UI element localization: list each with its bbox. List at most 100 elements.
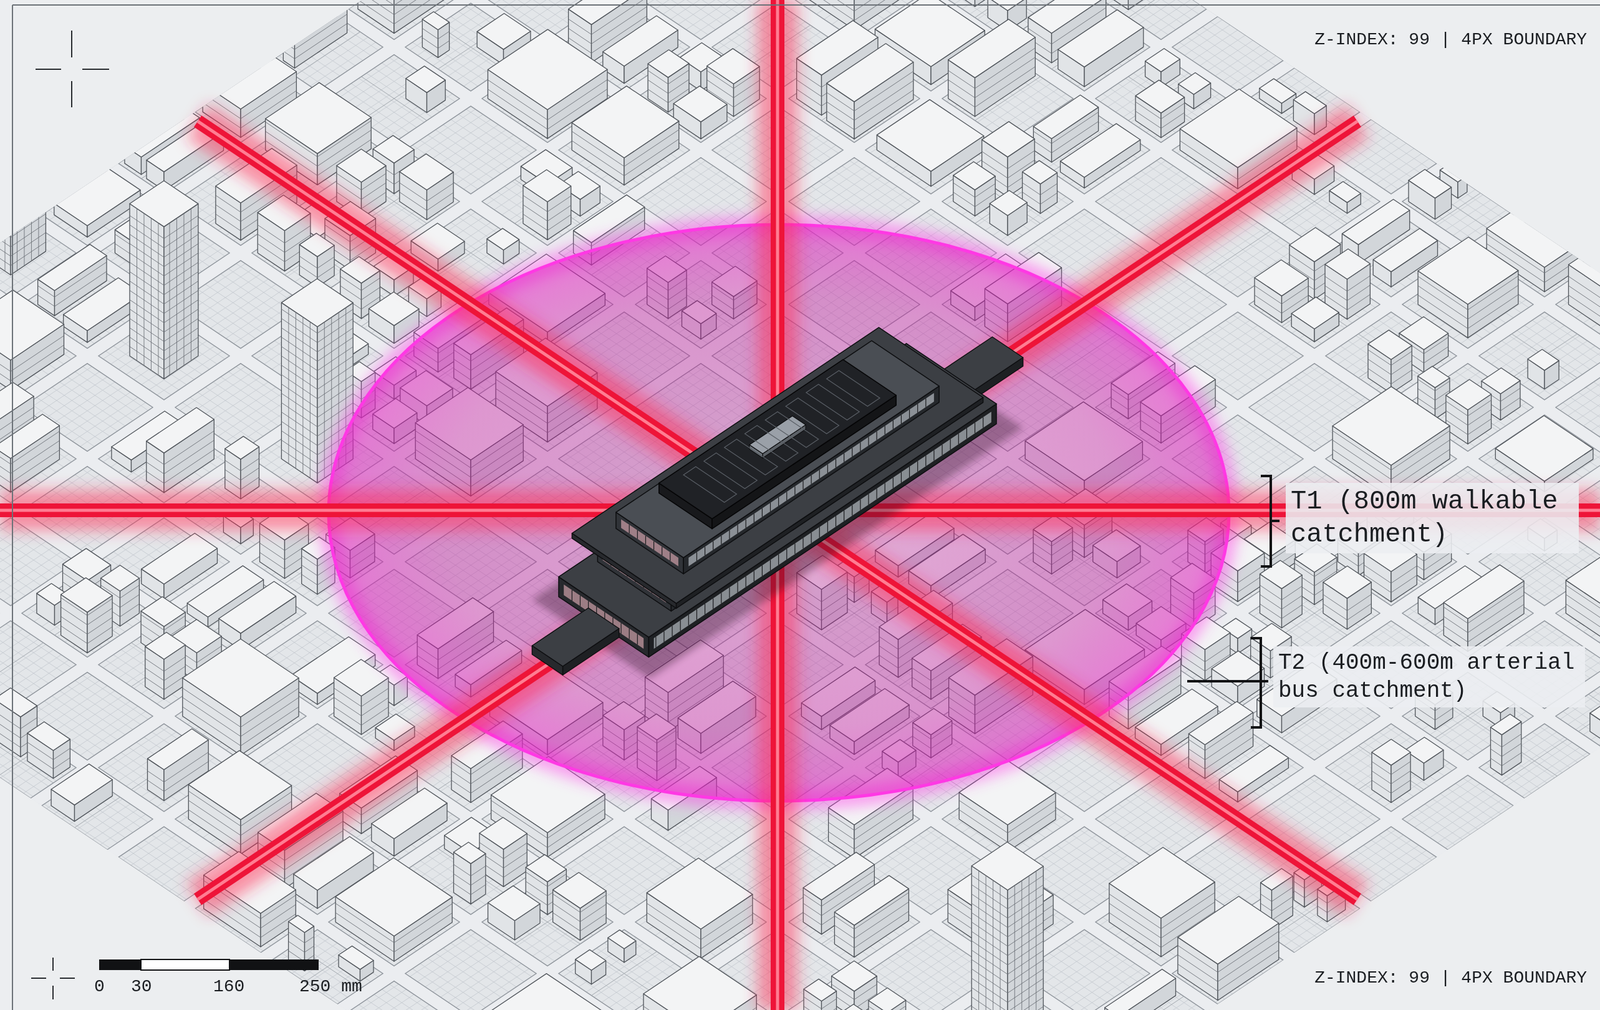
floor-line — [1568, 285, 1600, 322]
floor-line — [281, 402, 318, 428]
building-roof — [0, 289, 65, 360]
building-roof — [486, 228, 520, 251]
building-roof — [1260, 559, 1303, 588]
building-roof — [1417, 236, 1519, 305]
floor-line — [129, 346, 164, 370]
building — [0, 67, 46, 275]
floor-line — [10, 176, 46, 201]
floor-line — [157, 222, 159, 375]
building — [948, 19, 1036, 117]
floor-line — [0, 219, 11, 229]
building-roof — [369, 291, 420, 326]
floor-line — [281, 365, 318, 390]
floor-line — [1565, 584, 1600, 622]
floor-line — [240, 477, 260, 490]
building — [1495, 415, 1594, 492]
building-roof — [1332, 386, 1450, 466]
floor-line — [1346, 294, 1370, 310]
floor-line — [302, 316, 304, 473]
floor-line — [1135, 110, 1162, 128]
floor-line — [129, 290, 164, 314]
floor-line — [1033, 131, 1052, 145]
building-roof — [399, 154, 454, 191]
floor-line — [1467, 594, 1524, 633]
building-side — [283, 23, 295, 68]
floor-line — [281, 318, 318, 343]
floor-line — [1467, 284, 1519, 319]
building — [989, 190, 1027, 236]
floor-line — [317, 256, 335, 269]
floor-line — [38, 81, 39, 256]
floor-line — [31, 86, 32, 261]
floor-line — [422, 28, 438, 40]
floor-line — [0, 256, 11, 266]
floor-line — [361, 697, 390, 716]
floor-line — [136, 208, 138, 361]
building-roof — [948, 19, 1036, 78]
floor-line — [1423, 337, 1448, 354]
building — [1022, 160, 1058, 214]
floor-line — [129, 243, 164, 267]
building-roof — [876, 99, 984, 172]
floor-line — [163, 615, 186, 630]
floor-line — [0, 163, 11, 173]
floor-line — [361, 182, 386, 199]
floor-line — [281, 337, 318, 362]
building-roof — [146, 407, 214, 453]
floor-line — [733, 89, 760, 108]
floor-line — [240, 467, 260, 481]
floor-line — [361, 173, 386, 190]
floor-line — [10, 195, 46, 219]
floor-line — [145, 677, 164, 690]
floor-line — [129, 262, 164, 286]
building — [218, 581, 297, 650]
building-roof — [372, 135, 415, 163]
floor-line — [0, 182, 11, 191]
building-roof — [1568, 245, 1600, 300]
floor-line — [257, 234, 285, 253]
floor-line — [0, 247, 11, 257]
floor-line — [1423, 346, 1448, 363]
floor-line — [87, 626, 113, 644]
floor-line — [294, 23, 348, 59]
floor-line — [317, 337, 353, 362]
building — [1568, 245, 1600, 340]
floor-line — [1391, 574, 1417, 593]
floor-line — [301, 574, 318, 585]
building-roof — [182, 638, 299, 717]
floor-line — [10, 213, 46, 238]
floor-line — [0, 462, 11, 474]
floor-line — [87, 598, 113, 616]
building — [225, 435, 260, 499]
floor-line — [163, 262, 199, 286]
floor-line — [975, 48, 1036, 89]
building — [1590, 698, 1600, 739]
floor-line — [87, 617, 113, 635]
building-roof — [1254, 260, 1309, 297]
building-roof — [0, 414, 60, 459]
floor-line — [1135, 101, 1162, 119]
building — [1368, 329, 1412, 393]
floor-line — [259, 552, 285, 570]
floor-line — [281, 449, 318, 474]
floor-line — [163, 234, 199, 258]
floor-line — [129, 281, 164, 305]
floor-line — [733, 80, 760, 98]
building — [1259, 559, 1302, 628]
building-roof — [265, 82, 372, 154]
floor-line — [733, 71, 760, 89]
building — [1058, 9, 1144, 87]
building-roof — [1291, 296, 1339, 329]
floor-line — [571, 131, 625, 167]
floor-line — [257, 243, 285, 262]
building-roof — [225, 435, 260, 459]
floor-line — [225, 469, 241, 481]
building-roof — [1145, 48, 1181, 72]
floor-line — [1346, 603, 1372, 620]
floor-line — [309, 321, 311, 478]
building-roof — [1259, 78, 1297, 103]
floor-line — [10, 232, 46, 257]
floor-line — [145, 667, 164, 681]
